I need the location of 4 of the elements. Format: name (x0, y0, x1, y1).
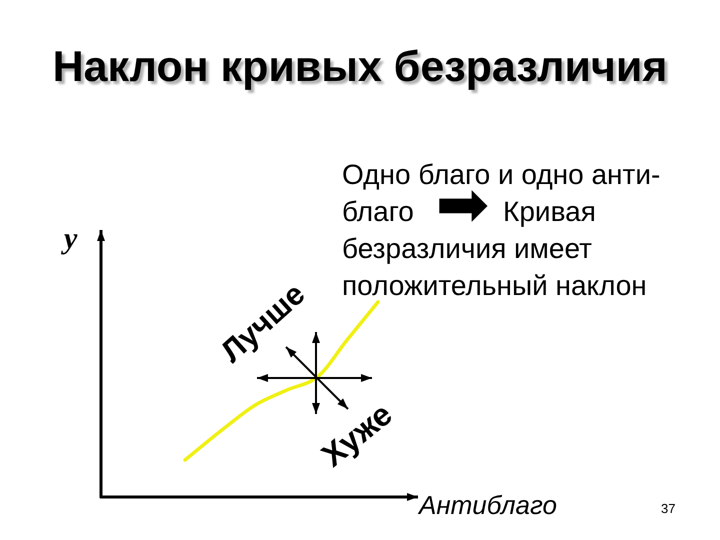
page-number: 37 (661, 501, 676, 516)
slide-title: Наклон кривых безразличия (52, 42, 668, 92)
statement-text: Одно благо и одно анти-благо ➡ Кривая безразличия имеет положительный наклон (342, 158, 662, 303)
axis-label: Антиблаго (419, 490, 557, 521)
